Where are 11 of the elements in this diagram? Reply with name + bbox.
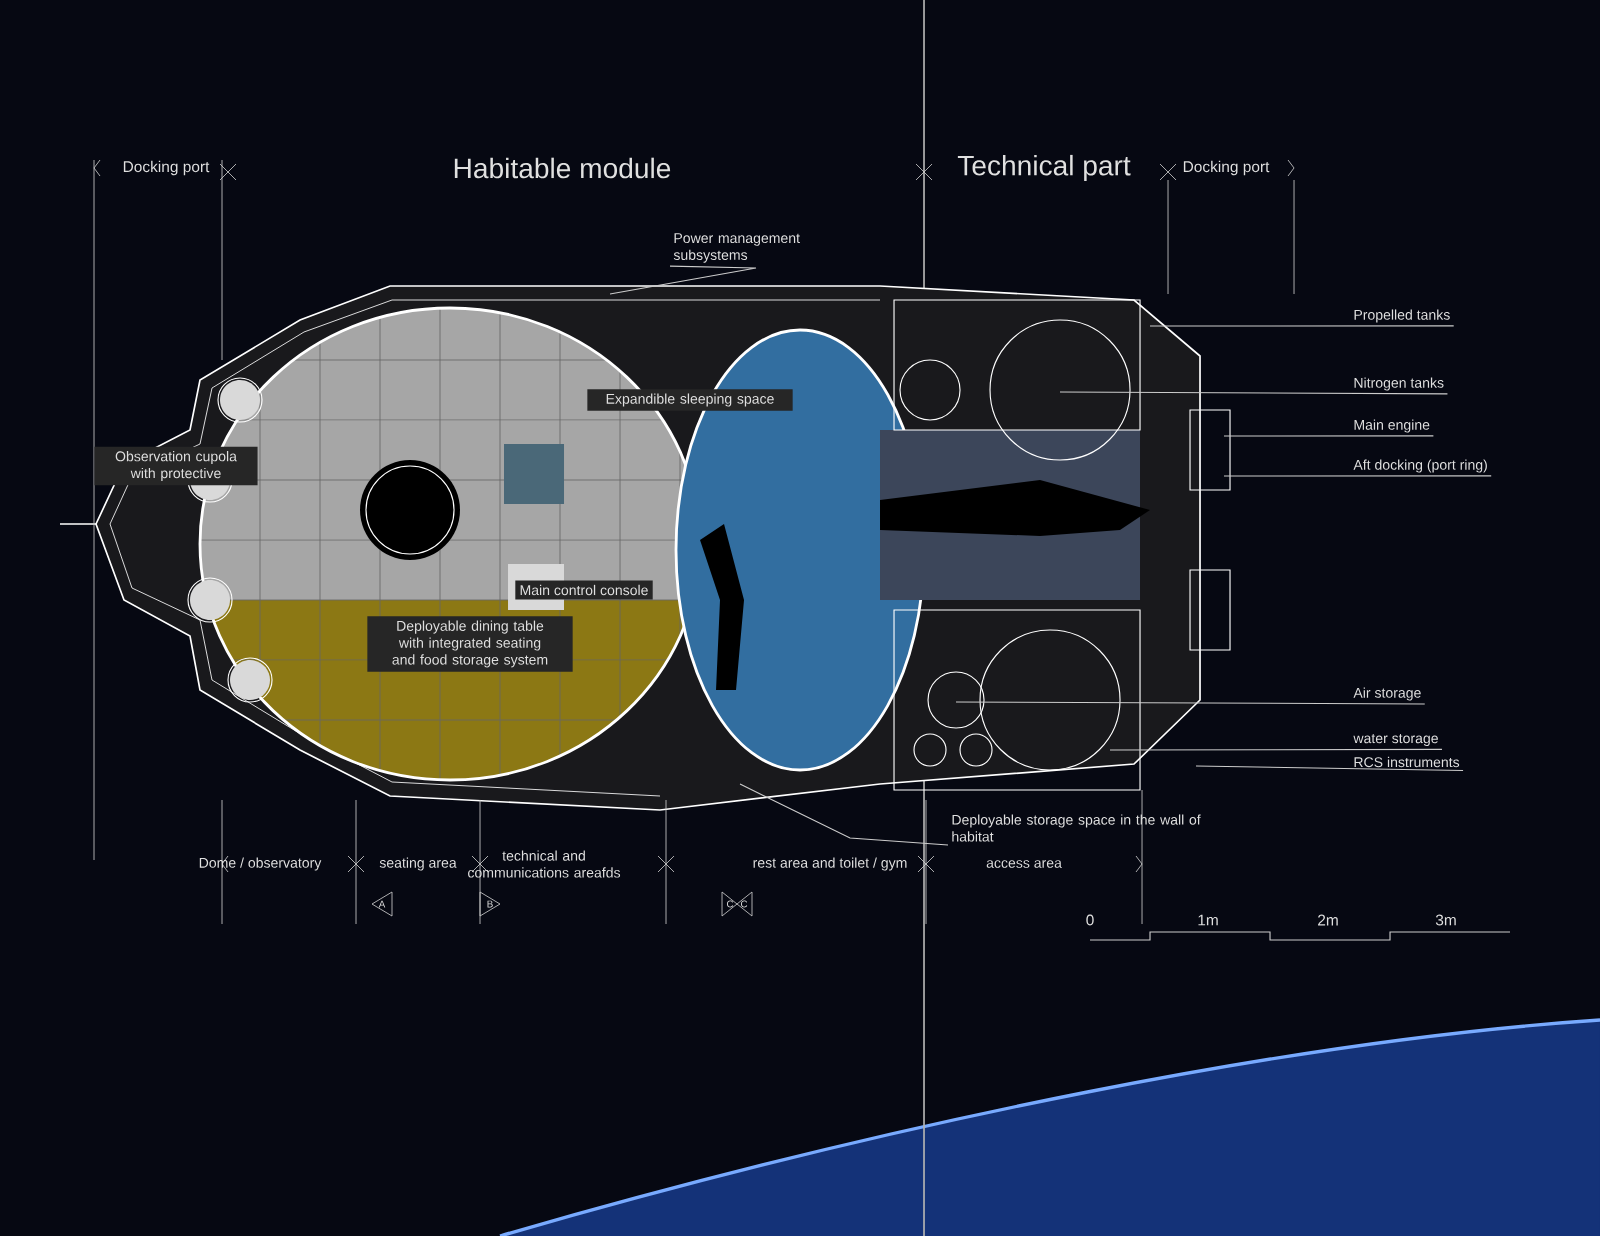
leader-line [1059,391,1448,395]
leader-line [739,783,949,846]
leader-line [1223,475,1492,477]
leader-line [1195,765,1464,772]
leader-line [1223,435,1434,437]
leader-line [609,265,757,295]
section-heading: Technical part [957,154,1131,182]
leader-line [955,701,1426,705]
leader-line [1109,748,1443,751]
section-heading: Habitable module [454,157,671,179]
leader-line [1149,325,1455,327]
